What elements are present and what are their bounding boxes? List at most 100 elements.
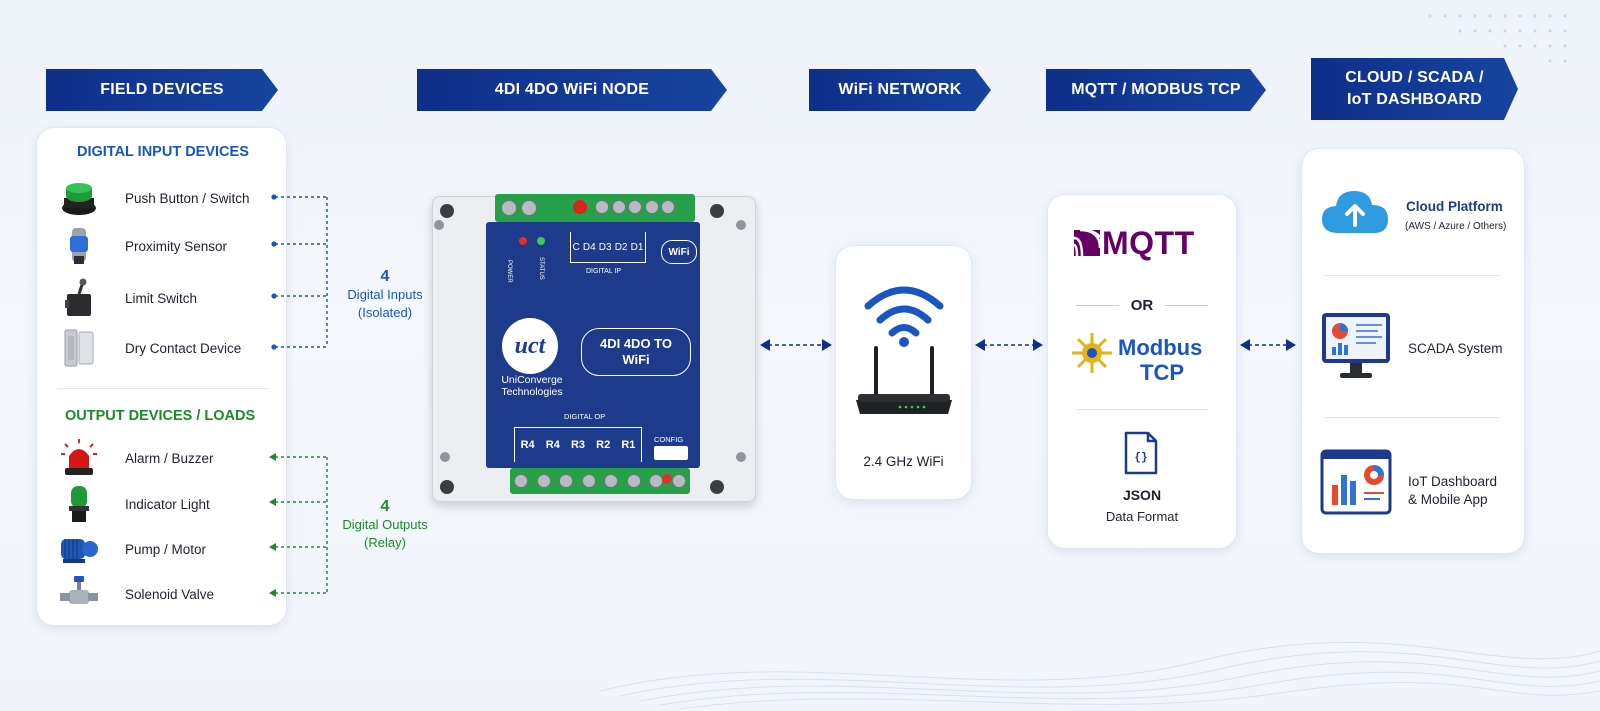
di-terminal-3: D2	[614, 241, 628, 253]
relay-1: R4	[545, 439, 560, 451]
modbus-icon	[1072, 333, 1112, 373]
device-title-box: 4DI 4DO TO WiFi	[581, 328, 691, 376]
input-device-limit-switch: Limit Switch	[37, 276, 287, 320]
top-terminal-block	[495, 194, 695, 222]
json-braces: {}	[1134, 452, 1147, 464]
device-front-panel: POWER STATUS C D4 D3 D2 D1 DIGITAL IP Wi…	[486, 222, 700, 468]
dot-pattern	[1428, 14, 1567, 63]
field-connectors	[269, 194, 328, 597]
limit-switch-icon	[65, 278, 91, 316]
side-bolt-left-top	[434, 220, 444, 230]
company-line2: Technologies	[501, 386, 563, 398]
output-devices-title: OUTPUT DEVICES / LOADS	[65, 408, 256, 424]
banner-wifi-network-text: WiFi NETWORK	[838, 81, 962, 98]
wifi-badge-text: WiFi	[668, 246, 690, 258]
relay-4: R1	[621, 439, 636, 451]
proximity-sensor-icon	[70, 228, 88, 264]
cloud-platform-sub: (AWS / Azure / Others)	[1405, 221, 1507, 232]
device-title-line2: WiFi	[622, 352, 650, 367]
relay-labels: R4 R4 R3 R2 R1	[514, 427, 642, 462]
banner-cloud-line1: CLOUD / SCADA /	[1345, 69, 1484, 86]
cloud-divider-2	[1324, 417, 1500, 418]
banner-cloud: CLOUD / SCADA / IoT DASHBOARD	[1311, 58, 1518, 120]
dashboard-icon	[1320, 449, 1392, 515]
protocol-card: MQTT OR Modbus TCP {} JSON Data Format	[1047, 194, 1237, 549]
wifi-badge: WiFi	[661, 240, 697, 264]
mqtt-logo: MQTT	[1074, 225, 1195, 261]
banner-node-text: 4DI 4DO WiFi NODE	[494, 81, 650, 98]
uct-logo-text: uct	[514, 332, 546, 359]
input-label-1: Push Button / Switch	[125, 190, 250, 206]
dry-contact-icon	[64, 329, 94, 367]
modbus-line1: Modbus	[1118, 335, 1203, 360]
output-device-pump: Pump / Motor	[37, 527, 287, 571]
bottom-terminal-block	[510, 468, 690, 494]
di-terminal-2: D3	[598, 241, 612, 253]
config-label: CONFIG	[654, 435, 684, 444]
solenoid-valve-icon	[60, 576, 98, 604]
side-bolt-right-bottom	[736, 452, 746, 462]
banner-field-devices: FIELD DEVICES	[46, 69, 278, 111]
field-divider	[57, 388, 269, 389]
digital-ip-label: DIGITAL IP	[586, 268, 622, 275]
status-label: STATUS	[538, 257, 544, 280]
di-terminal-0: C	[572, 241, 580, 253]
output-count-line2: (Relay)	[364, 535, 406, 550]
device-title-line1: 4DI 4DO TO	[599, 336, 672, 351]
wifi-label: 2.4 GHz WiFi	[863, 454, 944, 469]
screw-top-right	[710, 204, 724, 218]
output-count-number: 4	[380, 498, 390, 515]
cloud-platform-title: Cloud Platform	[1406, 199, 1503, 214]
side-bolt-left-bottom	[440, 452, 450, 462]
pump-motor-icon	[61, 539, 98, 563]
output-label-1: Alarm / Buzzer	[125, 450, 214, 466]
field-devices-card: DIGITAL INPUT DEVICES Push Button / Swit…	[36, 127, 287, 626]
digital-op-label: DIGITAL OP	[564, 412, 606, 421]
reset-button[interactable]	[573, 200, 587, 214]
di-terminal-labels: C D4 D3 D2 D1	[570, 232, 646, 263]
or-text: OR	[1130, 296, 1154, 314]
arrow-node-wifi	[760, 339, 832, 351]
input-count-line2: (Isolated)	[357, 305, 413, 320]
banner-node: 4DI 4DO WiFi NODE	[417, 69, 727, 111]
mqtt-icon	[1074, 230, 1100, 256]
uct-logo: uct	[502, 318, 558, 374]
scada-title: SCADA System	[1408, 341, 1503, 356]
company-line1: UniConverge	[501, 374, 563, 386]
arrow-wifi-protocol	[975, 339, 1043, 351]
di-terminal-1: D4	[582, 241, 596, 253]
cloud-upload-icon	[1322, 191, 1388, 233]
config-switches[interactable]	[654, 446, 688, 460]
alarm-beacon-icon	[61, 439, 97, 475]
company-name: UniConverge Technologies	[494, 374, 570, 398]
modbus-line2: TCP	[1140, 360, 1184, 385]
di-terminal-4: D1	[630, 241, 644, 253]
power-label: POWER	[506, 260, 512, 283]
config-button[interactable]	[662, 474, 672, 484]
wifi-signal-icon	[864, 286, 944, 347]
cloud-divider-1	[1324, 275, 1500, 276]
input-device-proximity: Proximity Sensor	[37, 224, 287, 268]
relay-0: R4	[520, 439, 535, 451]
banner-cloud-line2: IoT DASHBOARD	[1346, 91, 1483, 108]
input-label-3: Limit Switch	[125, 290, 198, 306]
status-led	[537, 237, 545, 245]
json-file-icon: {}	[1124, 431, 1158, 475]
input-count-label: 4 Digital Inputs (Isolated)	[330, 268, 440, 322]
output-count-line1: Digital Outputs	[342, 517, 428, 532]
top-screws	[595, 200, 675, 214]
relay-3: R2	[596, 439, 611, 451]
output-label-3: Pump / Motor	[125, 541, 207, 557]
json-sub-label: Data Format	[1105, 509, 1179, 524]
input-devices-title: DIGITAL INPUT DEVICES	[77, 144, 249, 160]
output-device-indicator: Indicator Light	[37, 482, 287, 526]
cloud-card: Cloud Platform (AWS / Azure / Others) SC…	[1301, 148, 1525, 554]
mqtt-text: MQTT	[1102, 224, 1195, 261]
output-label-4: Solenoid Valve	[125, 586, 215, 602]
json-label: JSON	[1122, 487, 1162, 503]
screw-top-left	[440, 204, 454, 218]
screw-bottom-right	[710, 480, 724, 494]
output-device-valve: Solenoid Valve	[37, 572, 287, 616]
output-label-2: Indicator Light	[125, 496, 210, 512]
output-device-alarm: Alarm / Buzzer	[37, 436, 287, 480]
